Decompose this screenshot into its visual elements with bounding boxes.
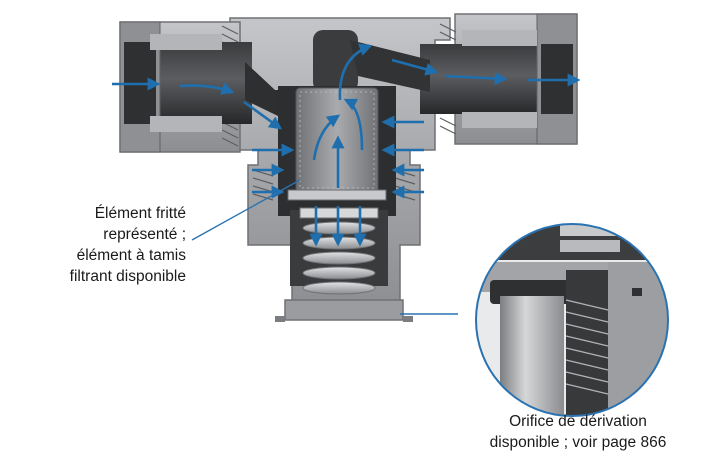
- flow-arrow-outlet-2: [444, 71, 508, 85]
- leader-line-filter: [191, 179, 301, 241]
- flow-arrow-descend: [243, 100, 283, 130]
- filter-element-label-line-2: représenté ;: [103, 226, 186, 243]
- zoom-circle-border: [475, 223, 669, 417]
- flow-arrow-inlet-2: [179, 82, 235, 95]
- orifice-detail-zoom: [476, 224, 668, 416]
- bypass-orifice-label-line-1: Orifice de dérivation: [509, 413, 647, 430]
- leader-lines: [191, 179, 458, 315]
- bypass-orifice-label-line-2: disponible ; voir page 866: [489, 434, 667, 451]
- flow-arrow-curl-right: [343, 98, 364, 151]
- filter-element-label: Élément fritté représenté ; élément à ta…: [70, 203, 186, 287]
- flow-arrow-stem-out: [338, 43, 373, 101]
- flow-arrows: [112, 43, 581, 247]
- filter-element-label-line-4: filtrant disponible: [69, 268, 186, 285]
- filter-element-label-line-3: élément à tamis: [76, 247, 186, 264]
- filter-element-label-line-1: Élément fritté: [94, 205, 186, 222]
- flow-arrow-stem-2: [391, 58, 439, 76]
- bypass-orifice-label: Orifice de dérivation disponible ; voir …: [452, 411, 704, 453]
- flow-arrow-up-left: [312, 114, 341, 161]
